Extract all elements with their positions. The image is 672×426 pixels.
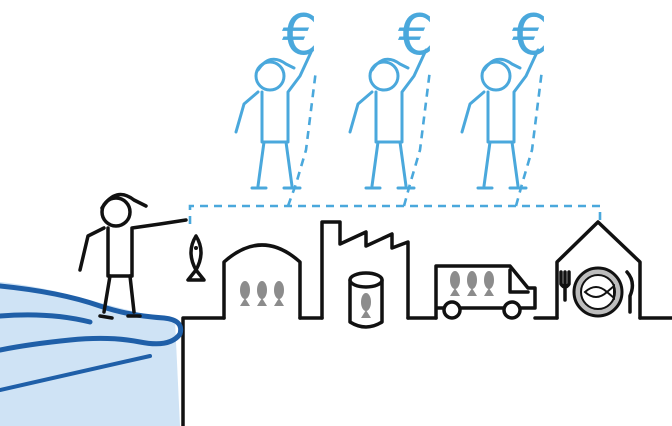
hand-icon bbox=[0, 282, 181, 426]
fish-icon bbox=[188, 236, 204, 280]
delivery-truck-icon bbox=[436, 266, 535, 318]
beneficiary-figure-icon bbox=[236, 50, 312, 188]
fish-can-icon bbox=[350, 273, 382, 327]
euro-icon: € bbox=[398, 3, 434, 68]
dashed-link-3 bbox=[516, 70, 542, 206]
euro-icon: € bbox=[282, 3, 318, 68]
restaurant-icon bbox=[557, 222, 640, 318]
fisher-figure-icon bbox=[80, 195, 186, 318]
dashed-link-2 bbox=[404, 70, 430, 206]
ground-baseline bbox=[183, 318, 672, 426]
beneficiary-figure-icon bbox=[350, 50, 426, 188]
beneficiary-figure-icon bbox=[462, 50, 538, 188]
market-hall-icon bbox=[224, 245, 300, 318]
euro-icon: € bbox=[512, 3, 548, 68]
dashed-connector-line bbox=[190, 206, 600, 224]
